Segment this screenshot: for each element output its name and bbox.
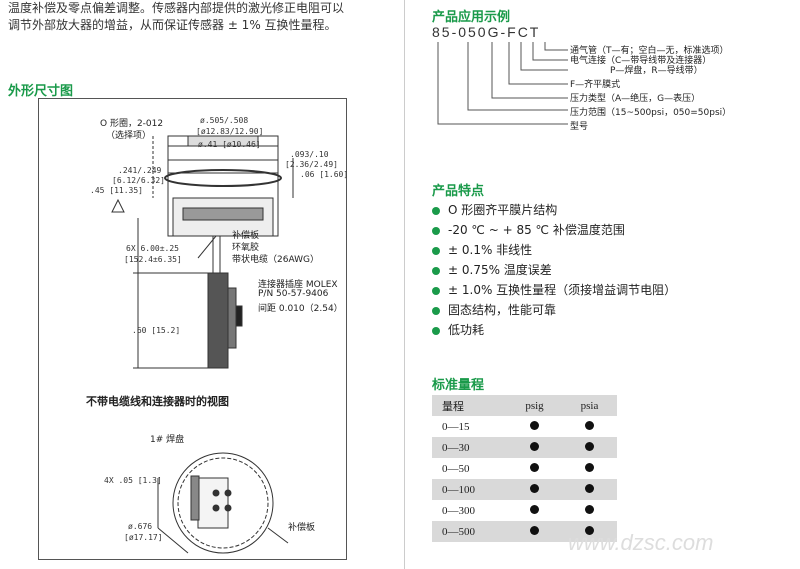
feature-item: -20 ℃ ~ + 85 ℃ 补偿温度范围 [432,220,676,240]
feature-item: 固态结构，性能可靠 [432,300,676,320]
d241-mm-label: [6.12/6.32] [112,176,165,185]
d45-label: .45 [11.35] [90,186,143,195]
option-pressure-type: 压力类型（A—绝压，G—表压） [570,94,701,104]
d241-label: .241/.249 [118,166,162,175]
available-dot-icon [585,504,594,514]
feature-item: ± 1.0% 互换性量程（须接增益调节电阻） [432,280,676,300]
range-cell: 0—15 [442,420,470,433]
option-pad: P—焊盘，R—导线带） [610,66,703,76]
dia2-label: ø.41 [ø10.46] [198,140,261,149]
len6x-mm-label: [152.4±6.35] [124,255,182,264]
available-dot-icon [585,525,594,535]
connector-line2: P/N 50-57-9406 [258,289,329,299]
dia-bottom-mm-label: [ø17.17] [124,533,163,542]
table-row: 0—500 [432,521,617,542]
range-cell: 0—500 [442,525,475,538]
bullet-icon [432,246,440,255]
dimension-title: 外形尺寸图 [8,84,74,99]
comp-board2-label: 补偿板 [288,523,316,533]
available-dot-icon [530,483,539,493]
option-flush: F—齐平膜式 [570,80,621,90]
range-cell: 0—30 [442,441,470,454]
table-row: 0—300 [432,500,617,521]
watermark: www.dzsc.com [568,530,714,555]
len6x-label: 6X 6.00±.25 [126,244,179,253]
comp-board-label: 补偿板 [232,231,260,241]
range-title: 标准量程 [432,378,485,393]
feature-item: ± 0.75% 温度误差 [432,260,676,280]
bullet-icon [432,326,440,335]
drawing-frame [38,98,347,560]
bullet-icon [432,266,440,275]
range-table: 量程 psig psia 0—15 0—30 0—50 0—100 0—300 … [432,395,617,542]
header-range: 量程 [442,400,464,413]
header-psia: psia [580,399,599,412]
dia1-in-label: ø.505/.508 [200,116,249,125]
application-title: 产品应用示例 [432,10,511,25]
bullet-icon [432,226,440,235]
features-list: O 形圈齐平膜片结构 -20 ℃ ~ + 85 ℃ 补偿温度范围 ± 0.1% … [432,200,676,340]
table-row: 0—30 [432,437,617,458]
connector-line3: 间距 0.010（2.54） [258,304,343,314]
dia-bottom-label: ø.676 [128,522,153,531]
ribbon-cable-label: 带状电缆（26AWG） [232,255,319,265]
bullet-icon [432,206,440,215]
table-row: 0—100 [432,479,617,500]
bullet-icon [432,306,440,315]
range-cell: 0—300 [442,504,475,517]
bottom-view-caption: 不带电缆线和连接器时的视图 [86,395,229,408]
feature-item: ± 0.1% 非线性 [432,240,676,260]
intro-text: 温度补偿及零点偏差调整。传感器内部提供的激光修正电阻可以 调节外部放大器的增益，… [8,0,418,34]
table-header-row: 量程 psig psia [432,395,617,416]
available-dot-icon [585,462,594,472]
table-row: 0—50 [432,458,617,479]
available-dot-icon [585,441,594,451]
available-dot-icon [585,420,594,430]
available-dot-icon [530,504,539,514]
ring-glue-label: 环氧胶 [232,243,260,253]
dimension-drawing [111,135,294,554]
available-dot-icon [530,462,539,472]
connector-line1: 连接器插座 MOLEX [258,280,338,290]
d093-mm-label: [2.36/2.49] [285,160,338,169]
pad1-label: 1# 焊盘 [150,435,185,445]
option-model: 型号 [570,122,589,132]
intro-line-1: 温度补偿及零点偏差调整。传感器内部提供的激光修正电阻可以 [8,1,345,15]
available-dot-icon [530,441,539,451]
feature-item: O 形圈齐平膜片结构 [432,200,676,220]
option-electrical: 电气连接（C—带导线带及连接器） [570,56,712,66]
bullet-icon [432,286,440,295]
code-bracket-lines [437,42,568,125]
column-divider [404,0,405,569]
range-cell: 0—100 [442,483,475,496]
d093-label: .093/.10 [290,150,329,159]
d06-label: .06 [1.60] [300,170,349,179]
pitch-label: 4X .05 [1.3] [104,476,162,485]
intro-line-2: 调节外部放大器的增益，从而保证传感器 ± 1% 互换性量程。 [8,18,337,32]
table-row: 0—15 [432,416,617,437]
option-vent: 通气管（T—有；空白—无，标准选项） [570,46,729,56]
range-cell: 0—50 [442,462,470,475]
d60-label: .60 [15.2] [132,326,181,335]
header-psig: psig [525,399,544,412]
model-code: 85-050G-FCT [432,24,541,40]
available-dot-icon [585,483,594,493]
feature-item: 低功耗 [432,320,676,340]
option-pressure-range: 压力范围（15~500psi，050=50psi） [570,108,732,118]
oring-label: O 形圈，2-012 [100,119,164,129]
oring-opt-label: （选择项） [106,131,152,141]
available-dot-icon [530,525,539,535]
features-title: 产品特点 [432,184,485,199]
available-dot-icon [530,420,539,430]
dia1-mm-label: [ø12.83/12.90] [196,127,264,136]
options-list: 通气管（T—有；空白—无，标准选项） 电气连接（C—带导线带及连接器） P—焊盘… [570,46,731,132]
